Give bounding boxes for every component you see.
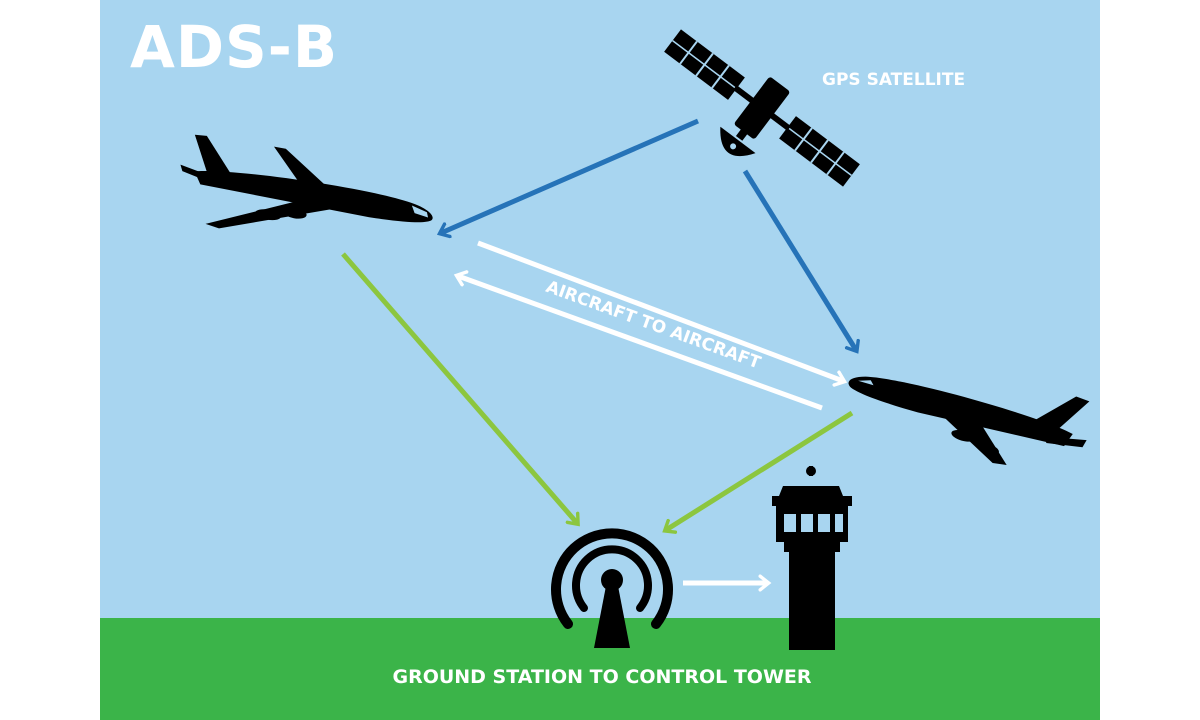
control-tower-icon [772, 466, 852, 650]
airplane-icon [180, 134, 433, 229]
diagram-title: ADS-B [130, 13, 339, 81]
satellite-to-right-aircraft-arrow [742, 169, 856, 350]
radio-antenna-icon [551, 528, 673, 648]
ads-b-diagram [180, 29, 1090, 650]
ground-station-to-tower-label: GROUND STATION TO CONTROL TOWER [392, 666, 812, 688]
satellite-to-left-aircraft-arrow [441, 118, 699, 233]
left-aircraft-to-ground-station-arrow [341, 252, 577, 523]
right-aircraft-to-ground-station-arrow [666, 410, 854, 530]
diagram-panel: ADS-B GPS SATELLITE AIRCRAFT TO AIRCRAFT… [100, 0, 1100, 720]
gps-satellite-label: GPS SATELLITE [822, 70, 966, 90]
satellite-icon [664, 29, 860, 187]
airplane-icon [848, 376, 1090, 465]
aircraft-to-aircraft-arrow-return [458, 276, 823, 411]
aircraft-to-aircraft-arrow-outbound [477, 240, 843, 381]
sky-background [100, 0, 1100, 618]
